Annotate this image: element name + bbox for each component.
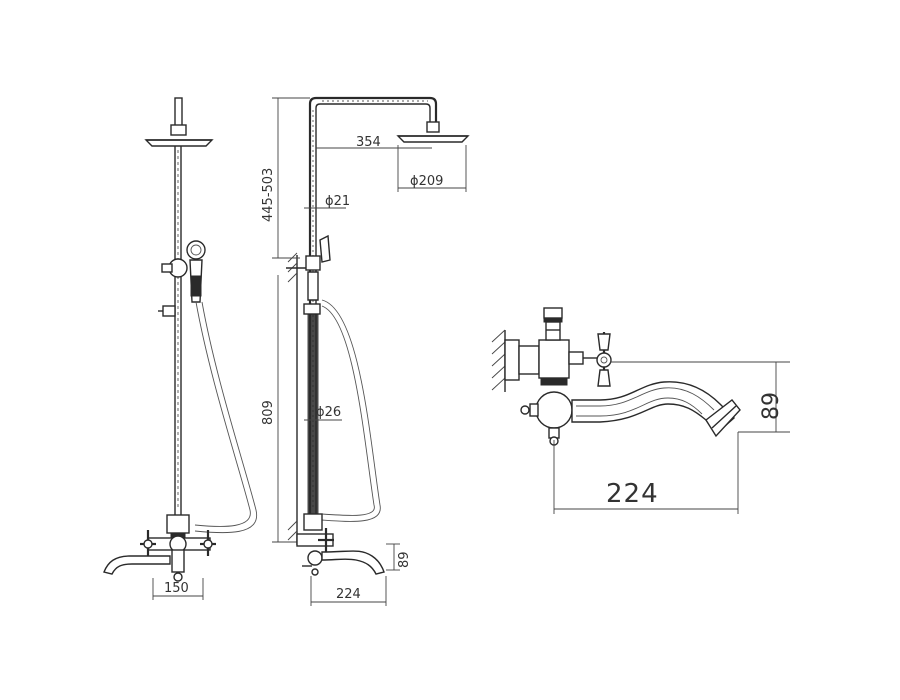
detail-cross-handle (568, 332, 612, 387)
detail-connector (518, 345, 540, 375)
dim-label-26: ϕ26 (316, 405, 341, 420)
side-hose-outer (321, 299, 381, 522)
detail-mixer-body (538, 339, 570, 379)
side-holder (305, 255, 321, 271)
side-head-connector (426, 121, 440, 133)
front-spout (103, 555, 171, 575)
dim-label-809: 809 (261, 400, 276, 425)
front-shower-head (144, 139, 214, 147)
front-hose-inner (194, 301, 258, 534)
dim-label-209: ϕ209 (410, 174, 443, 189)
dim-label-89-large: 89 (759, 392, 784, 420)
detail-wall-flange (504, 339, 520, 381)
dim-label-150: 150 (164, 581, 189, 596)
side-riser-outer (308, 96, 438, 520)
dim-label-224-large: 224 (606, 479, 659, 509)
front-left-cross-handle (140, 530, 156, 556)
dim-label-354: 354 (356, 135, 381, 150)
side-spout (321, 550, 385, 575)
dim-label-224-small: 224 (336, 587, 361, 602)
front-hand-shower-grip (190, 275, 202, 297)
dim-label-21: ϕ21 (325, 194, 350, 209)
side-shower-head (396, 135, 470, 143)
side-cross-handle (318, 528, 334, 552)
side-hand-shower-handle (307, 271, 319, 301)
front-view: 150 (103, 97, 258, 600)
detail-lower-band (540, 377, 568, 386)
front-holder-knob (161, 263, 173, 273)
front-diverter (166, 514, 190, 534)
side-hose-inner (321, 305, 375, 516)
detail-spout-base (535, 391, 573, 429)
front-top-stub (174, 97, 183, 127)
side-riser-inner (315, 103, 431, 520)
detail-view: 89 224 (491, 307, 790, 514)
side-slider (303, 303, 321, 315)
side-view: 354 ϕ209 445-503 ϕ21 ϕ26 809 (261, 96, 470, 606)
dim-label-89-small: 89 (397, 551, 412, 568)
detail-top-outlet (543, 307, 563, 319)
front-slider (162, 305, 176, 317)
front-right-cross-handle (200, 530, 216, 556)
front-hose-outer (194, 301, 251, 527)
front-head-connector (170, 124, 187, 136)
front-hand-shower-head (186, 240, 206, 260)
side-hand-shower-head (319, 234, 331, 263)
dim-label-445-503: 445-503 (261, 168, 276, 222)
side-diverter (303, 513, 323, 531)
